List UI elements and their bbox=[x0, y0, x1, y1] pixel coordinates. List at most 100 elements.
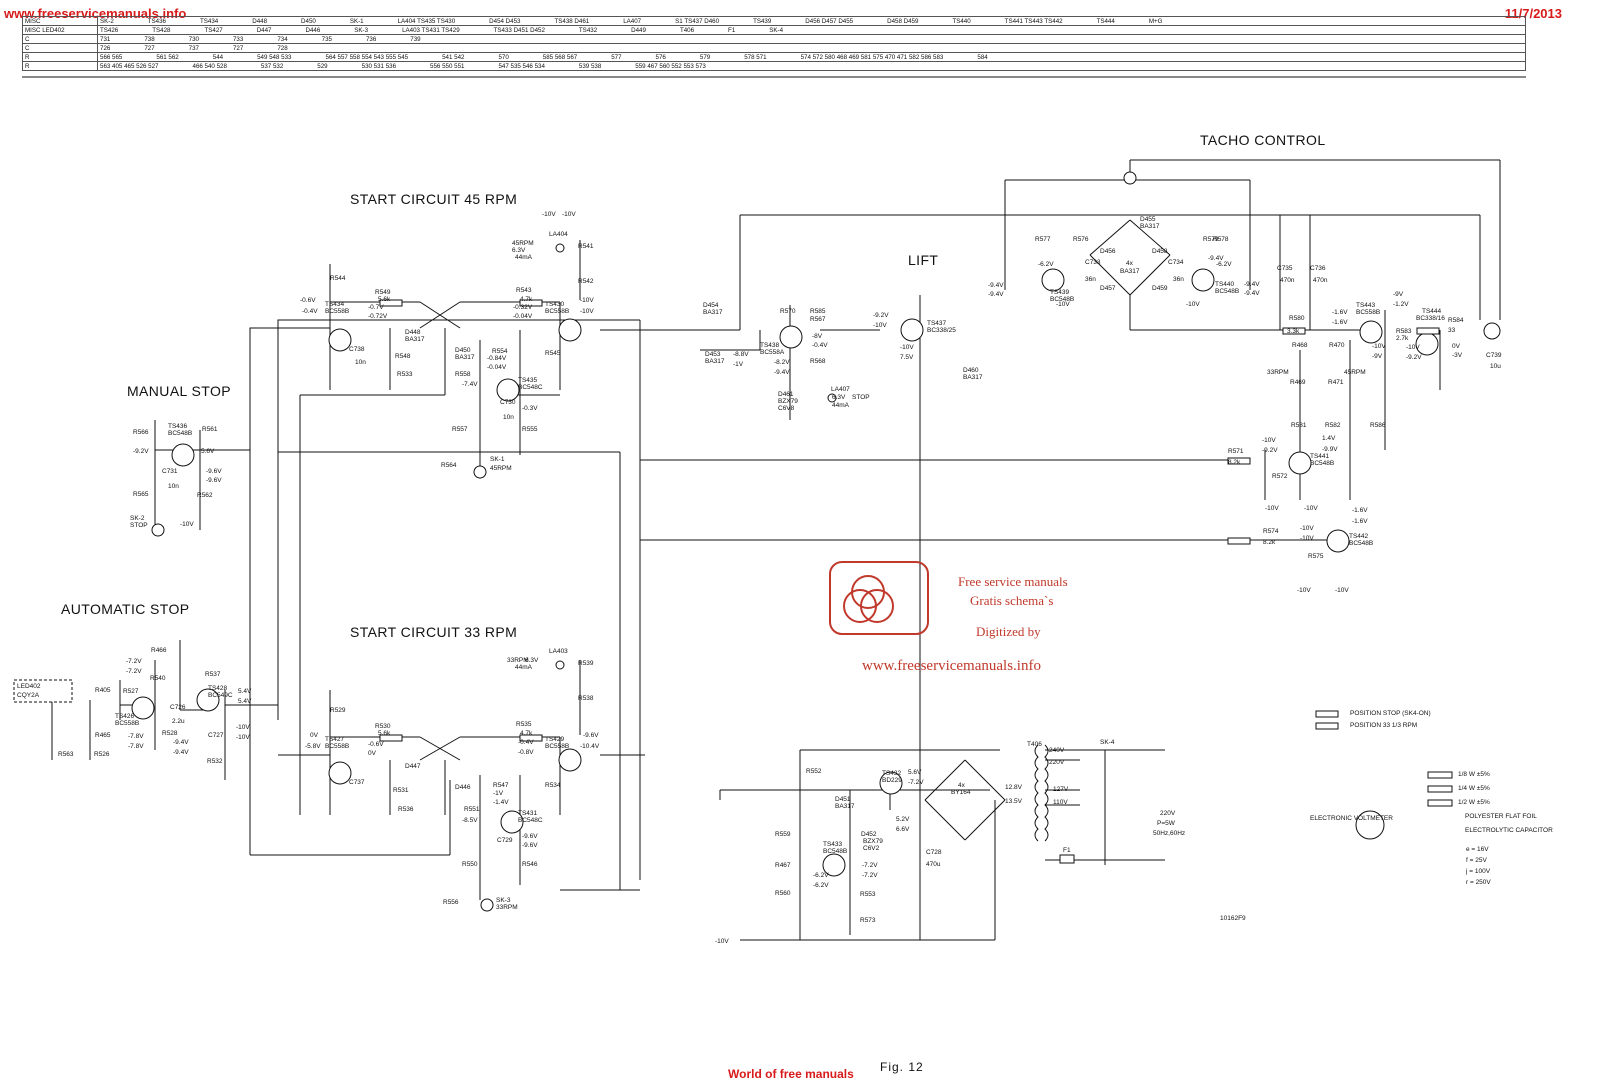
table-cell: 529 bbox=[317, 62, 328, 70]
ba317-label: BA317 bbox=[705, 358, 725, 365]
v96-label: -9.6V bbox=[522, 833, 538, 840]
u470-label: 470u bbox=[926, 861, 941, 868]
c731-label: C731 bbox=[162, 468, 178, 475]
ts434-transistor bbox=[328, 328, 352, 352]
ts433-transistor bbox=[822, 853, 846, 877]
table-cell: D450 bbox=[301, 17, 316, 25]
v220-label: 220V bbox=[1049, 759, 1065, 766]
table-cell: 530 531 536 bbox=[361, 62, 397, 70]
bc548b-label: BC548B bbox=[823, 848, 847, 855]
r553-label: R553 bbox=[860, 891, 876, 898]
v10-label: -10V bbox=[1297, 587, 1311, 594]
table-cell: 559 467 560 552 553 573 bbox=[635, 62, 706, 70]
v72-label: -7.2V bbox=[908, 779, 924, 786]
v04-label: -0.4V bbox=[302, 308, 318, 315]
led402-label: LED402 bbox=[17, 683, 41, 690]
ma44-label: 44mA bbox=[832, 402, 850, 409]
r537-label: R537 bbox=[205, 671, 221, 678]
v16-label: -1.6V bbox=[1352, 507, 1368, 514]
legend-res-18 bbox=[1427, 771, 1453, 779]
table-cell: TS439 bbox=[753, 17, 772, 25]
table-cell: SK-1 bbox=[349, 17, 364, 25]
v63-label: 6.3V bbox=[832, 394, 846, 401]
r530-label: R530 bbox=[375, 723, 391, 730]
v10-label: -10V bbox=[1406, 344, 1420, 351]
ba317-label: BA317 bbox=[963, 374, 983, 381]
c733-label: C733 bbox=[1085, 259, 1101, 266]
r568-label: R568 bbox=[810, 358, 826, 365]
bc548b-label: BC548B bbox=[168, 430, 192, 437]
bd229-label: BD229 bbox=[882, 777, 902, 784]
ba317-label: BA317 bbox=[1140, 223, 1160, 230]
table-cell: TS428 bbox=[152, 26, 171, 34]
bzx79-label: BZX79 bbox=[863, 838, 883, 845]
v72-label: -7.2V bbox=[126, 658, 142, 665]
pos-33-label: POSITION 33 1/3 RPM bbox=[1350, 722, 1417, 729]
v92-label: -9.2V bbox=[133, 448, 149, 455]
ts443-transistor bbox=[1359, 320, 1383, 344]
sk1-switch bbox=[473, 465, 487, 479]
c6v2-label: C6V2 bbox=[863, 845, 880, 852]
v58-label: -5.8V bbox=[305, 743, 321, 750]
ts440-label: TS440 bbox=[1215, 281, 1235, 288]
bc558b-label: BC558B bbox=[545, 308, 569, 315]
bc548b-label: BC548B bbox=[1349, 540, 1373, 547]
start33-title: START CIRCUIT 33 RPM bbox=[350, 624, 517, 640]
v10-label: -10V bbox=[236, 724, 250, 731]
ts436-label: TS436 bbox=[168, 423, 188, 430]
r250-label: r = 250V bbox=[1466, 879, 1491, 886]
components bbox=[13, 171, 1501, 912]
table-cell: 739 bbox=[410, 35, 421, 43]
table-cell: 577 bbox=[611, 53, 622, 61]
v52-label: 5.2V bbox=[896, 816, 910, 823]
ts440-transistor bbox=[1191, 268, 1215, 292]
n36-label: 36n bbox=[1173, 276, 1184, 283]
r547-label: R547 bbox=[493, 782, 509, 789]
pw-label: P=5W bbox=[1157, 820, 1176, 827]
v104-label: -10.4V bbox=[580, 743, 600, 750]
r533-label: R533 bbox=[397, 371, 413, 378]
v10-label: -10V bbox=[900, 344, 914, 351]
bc338-25-label: BC338/25 bbox=[927, 327, 956, 334]
tacho-generator bbox=[1123, 171, 1137, 185]
ts431-label: TS431 bbox=[518, 810, 538, 817]
v74-label: -7.4V bbox=[462, 381, 478, 388]
rpm33-label: 33RPM bbox=[1267, 369, 1289, 376]
la403-label: LA403 bbox=[549, 648, 568, 655]
table-cell: 556 550 551 bbox=[430, 62, 465, 70]
v94-label: -9.4V bbox=[1208, 255, 1224, 262]
v004-label: -0.04V bbox=[513, 313, 533, 320]
mains-label: 220V bbox=[1160, 810, 1176, 817]
v94-label: -9.4V bbox=[173, 739, 189, 746]
wires bbox=[22, 76, 1526, 941]
r554-label: R554 bbox=[492, 348, 508, 355]
r583-label: R583 bbox=[1396, 328, 1412, 335]
r565-label: R565 bbox=[133, 491, 149, 498]
la404-label: LA404 bbox=[549, 231, 568, 238]
hz-label: 50Hz,60Hz bbox=[1153, 830, 1185, 837]
ts434-label: TS434 bbox=[325, 301, 345, 308]
table-cell: D454 D453 bbox=[489, 17, 521, 25]
legend-volt-box-b bbox=[1315, 722, 1339, 730]
c727-label: C727 bbox=[208, 732, 224, 739]
cqy-label: CQY2A bbox=[17, 692, 40, 699]
v94-label: -9.4V bbox=[1244, 281, 1260, 288]
table-cell: 733 bbox=[232, 35, 244, 43]
v63-label: 6.3V bbox=[512, 247, 526, 254]
table-cell: 574 572 580 468 469 581 575 470 471 582 … bbox=[800, 53, 944, 61]
d459-label: D459 bbox=[1152, 285, 1168, 292]
ts437-label: TS437 bbox=[927, 320, 947, 327]
watermark-line3: Digitized by bbox=[976, 624, 1041, 639]
footer-world-link[interactable]: World of free manuals bbox=[728, 1067, 854, 1081]
v10-label: -10V bbox=[580, 297, 594, 304]
r471-label: R471 bbox=[1328, 379, 1344, 386]
r543-label: R543 bbox=[516, 287, 532, 294]
ts433-label: TS433 bbox=[823, 841, 843, 848]
ts430-label: TS430 bbox=[545, 301, 565, 308]
v1b-label: -1V bbox=[733, 361, 744, 368]
v72-label: -7.2V bbox=[862, 872, 878, 879]
table-cell: 727 bbox=[232, 44, 244, 52]
table-cell: 561 562 bbox=[156, 53, 179, 61]
v62-label: -6.2V bbox=[1038, 261, 1054, 268]
